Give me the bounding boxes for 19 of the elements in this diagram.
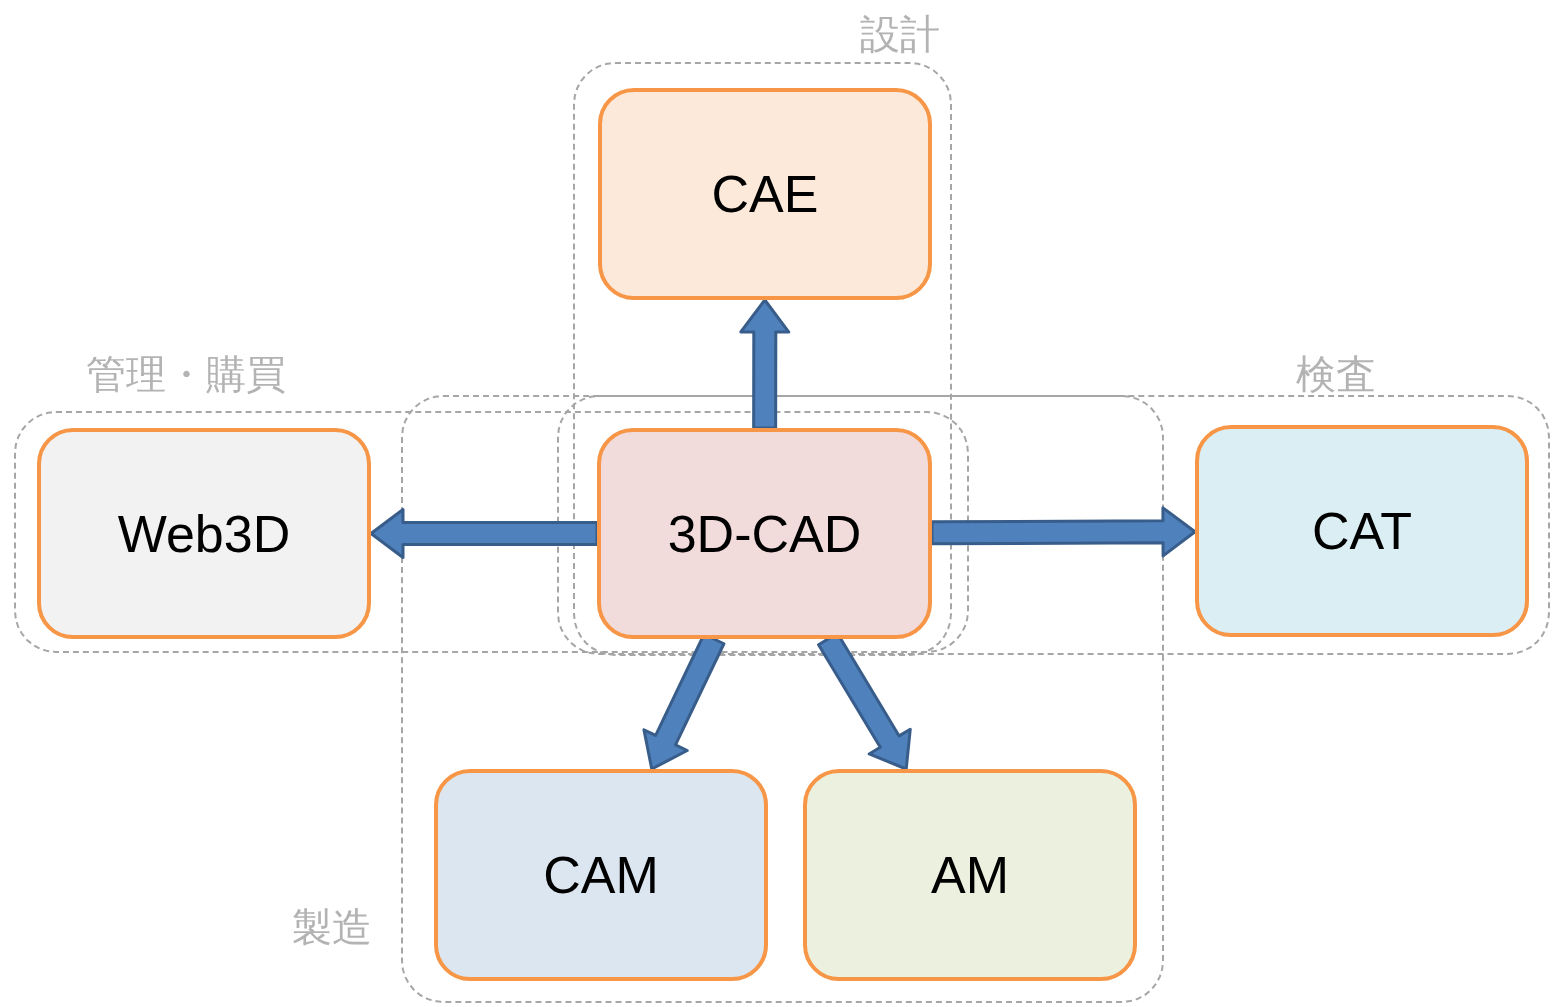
block-arrow: [369, 508, 599, 559]
box-label: AM: [931, 845, 1009, 905]
process-box: [597, 428, 932, 639]
box-label: CAT: [1311, 501, 1413, 561]
box-label: Web3D: [117, 503, 291, 564]
process-box: [598, 88, 932, 300]
block-arrow: [930, 506, 1197, 558]
box-label: CAM: [543, 845, 659, 905]
group-label: 設計: [860, 12, 940, 56]
block-arrow: [739, 298, 791, 430]
group-label: 検査: [1296, 352, 1376, 396]
box-label: CAE: [711, 164, 819, 224]
group-label: 製造: [292, 905, 372, 949]
process-box: [803, 769, 1137, 981]
box-label: 3D-CAD: [667, 503, 862, 564]
group-label: 管理・購買: [86, 352, 286, 396]
process-box: [1195, 425, 1529, 637]
process-box: [434, 769, 768, 981]
process-box: [37, 428, 371, 639]
